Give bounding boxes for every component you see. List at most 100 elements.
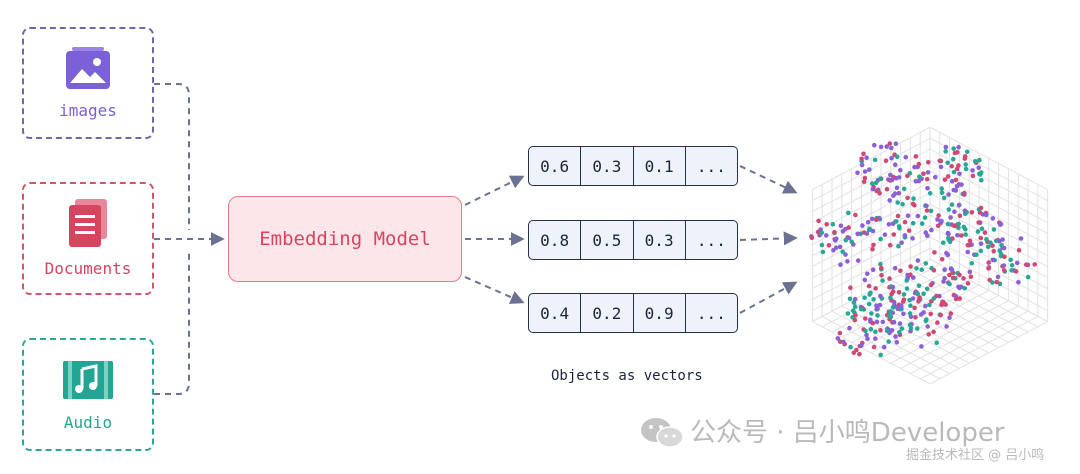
scatter-point [916,283,922,289]
wechat-icon [641,418,684,448]
scatter-point [925,185,930,191]
scatter-point [929,227,934,233]
scatter-point [865,219,871,225]
scatter-point [1025,274,1031,280]
scatter-point [859,162,865,168]
scatter-point [957,296,962,301]
scatter-point [965,249,970,255]
scatter-point [947,315,952,321]
scatter-point [946,207,952,212]
scatter-point [824,222,829,227]
scatter-point [965,281,971,286]
scatter-point [878,144,884,150]
scatter-point [851,350,857,356]
scatter-point [894,340,900,345]
scatter-point [974,252,979,257]
grid-line [812,258,931,323]
scatter-point [970,168,975,173]
scatter-point [976,220,981,225]
scatter-point [913,179,919,184]
scatter-point [894,154,900,160]
scatter-point [954,183,960,189]
scatter-point [899,326,905,331]
scatter-point [915,258,921,263]
scatter-point [873,336,878,341]
scatter-point [809,235,815,240]
scatter-point [921,171,926,176]
scatter-point [953,177,959,183]
scatter-point [991,227,997,232]
scatter-point [899,240,904,245]
scatter-point [980,212,986,217]
scatter-point [874,307,879,312]
scatter-point [975,229,981,234]
vector-row-1: 0.6 0.3 0.1 ... [528,146,738,186]
scatter-point [868,317,873,323]
scatter-point [1016,248,1022,253]
scatter-point [847,325,852,331]
scatter-point [928,282,934,288]
scatter-point [985,244,991,250]
scatter-point [978,235,984,241]
image-icon [66,46,110,89]
scatter-point [911,196,916,201]
scatter-point [939,186,944,191]
grid-line [812,148,931,213]
scatter-point [956,203,962,208]
scatter-point [871,344,877,350]
vector-cell: 0.4 [529,294,582,332]
scatter-point [916,299,921,304]
scatter-point [998,221,1004,227]
scatter-point [927,302,932,308]
music-icon [63,361,113,399]
scatter-point [894,185,900,191]
scatter-point [978,172,983,177]
scatter-point [990,216,996,221]
scatter-point [952,209,957,214]
grid-line [929,137,1048,202]
scatter-point [862,295,867,301]
scatter-point [947,281,952,287]
scatter-point [997,238,1002,244]
scatter-point [919,267,924,273]
scatter-point [919,221,925,226]
scatter-point [895,306,901,312]
scatter-point [924,208,930,213]
scatter-point [892,162,898,167]
scatter-point [867,292,872,297]
scatter-point [902,233,908,238]
scatter-point [846,210,851,216]
scatter-point [962,192,967,197]
scatter-point [863,316,868,321]
scatter-point [890,221,896,226]
vector-cell: 0.1 [634,147,686,185]
scatter-point [951,146,956,151]
scatter-point [959,182,964,187]
scatter-point [942,177,948,182]
scatter-point [852,296,858,302]
scatter-point [941,279,946,284]
vector-cell: 0.6 [529,147,582,185]
scatter-point [1008,257,1013,263]
scatter-point [905,173,910,179]
scatter-point [866,301,872,307]
scatter-point [919,344,924,349]
vector-cell: ... [696,230,726,250]
scatter-point [886,313,892,319]
scatter-point [945,252,951,258]
watermark-sub: 掘金技术社区 @ 吕小鸣 [906,448,1045,463]
scatter-point [819,230,825,235]
scatter-point [866,227,872,233]
scatter-point [967,238,973,244]
scatter-point [870,228,876,234]
scatter-point [861,179,867,185]
scatter-point [901,186,907,192]
scatter-point [893,334,898,339]
scatter-point [962,208,968,213]
scatter-point [888,172,893,178]
scatter-point [890,305,896,310]
scatter-point [882,232,888,237]
scatter-point [903,154,909,160]
